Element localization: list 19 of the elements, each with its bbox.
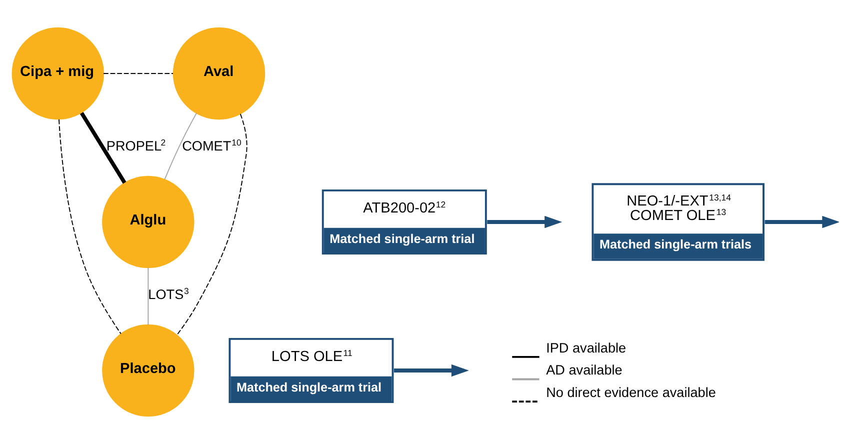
node-circle: Alglu [102, 176, 194, 268]
arrow [487, 216, 562, 228]
connector [148, 267, 149, 326]
arrow [764, 216, 839, 228]
edge-label: PROPEL$^{2}$ [106, 137, 166, 154]
node-circle: Cipa + mig [12, 27, 104, 120]
connector [80, 112, 126, 184]
legend-label: AD available [546, 362, 622, 378]
legend-label: IPD available [546, 340, 626, 356]
node-circle: Aval [172, 27, 266, 120]
connector [164, 112, 197, 180]
connector [176, 113, 248, 336]
legend-label: No direct evidence available [546, 384, 716, 400]
arrow [394, 364, 469, 377]
node-circle: Placebo [102, 324, 194, 417]
connector [58, 118, 122, 334]
edge-label: LOTS$^{3}$ [148, 286, 189, 302]
edge-label: COMET$^{10}$ [182, 137, 242, 154]
connector [103, 73, 174, 74]
